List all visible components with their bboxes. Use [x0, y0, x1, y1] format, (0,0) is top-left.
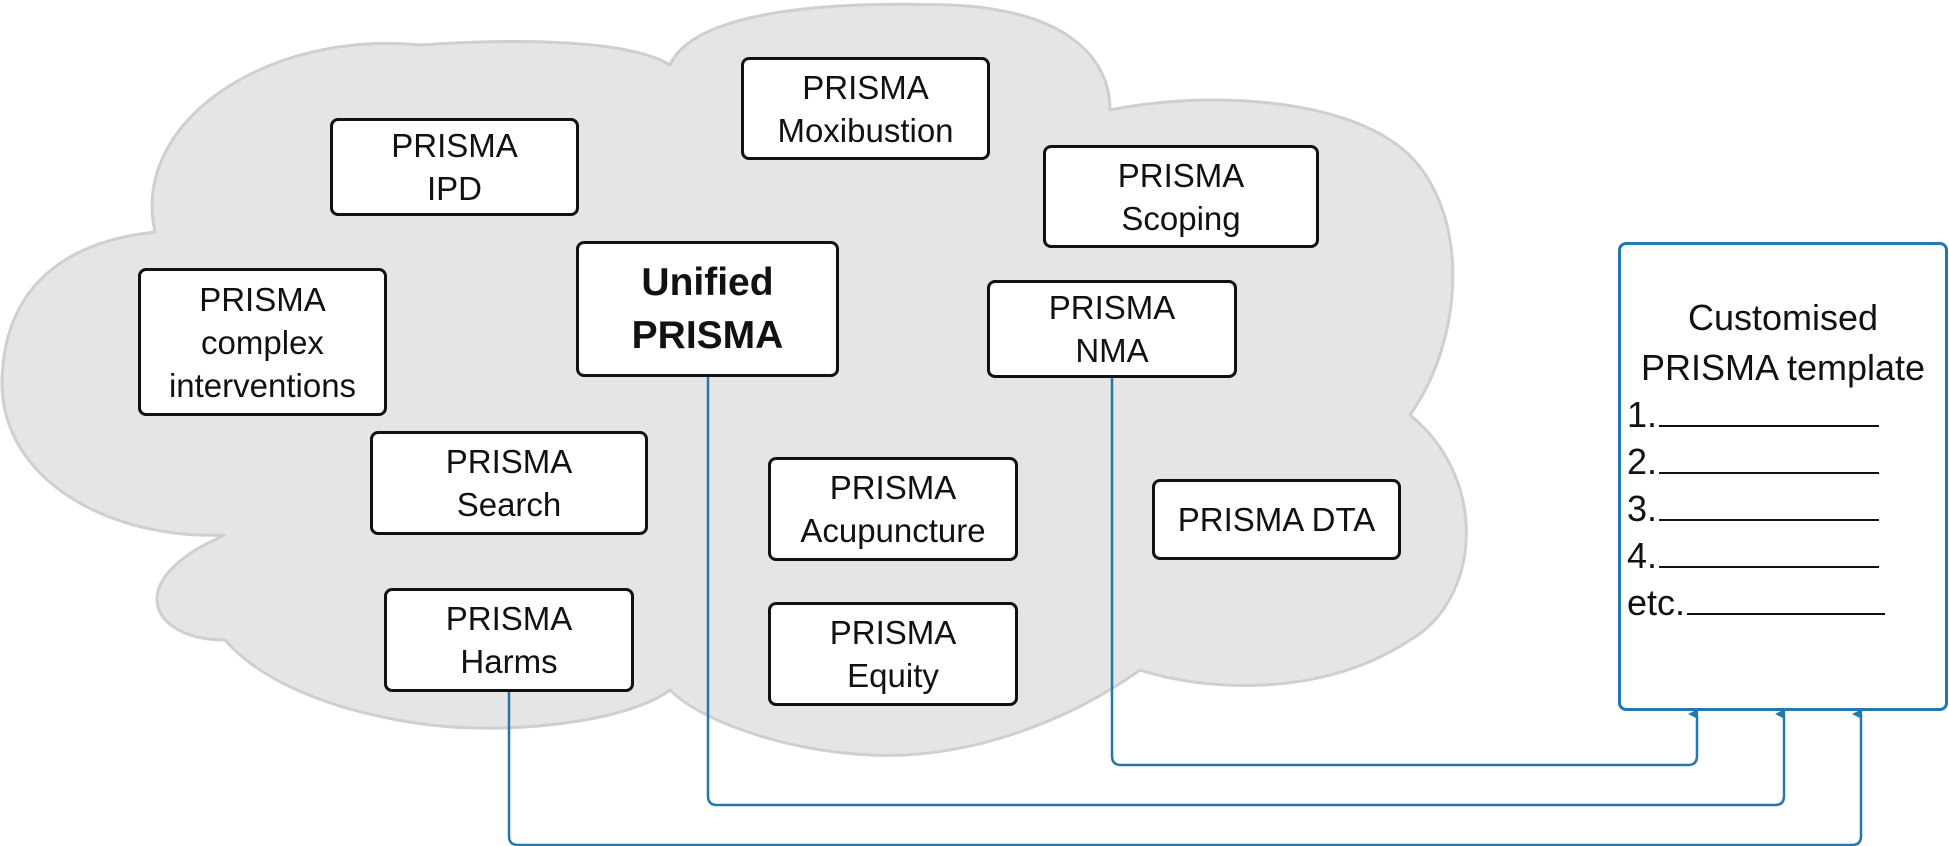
- template-item-number: 3.: [1627, 488, 1658, 529]
- prisma-ipd-box: PRISMA IPD: [330, 118, 579, 216]
- template-item-blank: [1659, 536, 1880, 568]
- prisma-dta-box: PRISMA DTA: [1152, 479, 1401, 560]
- prisma-complex-line-1: PRISMA: [199, 280, 326, 318]
- template-item: etc.: [1627, 579, 1886, 626]
- template-item-number: etc.: [1627, 582, 1686, 623]
- prisma-moxibustion-line-2: Moxibustion: [777, 111, 954, 149]
- prisma-equity-line-1: PRISMA: [829, 614, 957, 651]
- template-item-blank: [1687, 583, 1886, 615]
- prisma-search-box: PRISMA Search: [370, 431, 648, 535]
- template-item-blank: [1659, 442, 1880, 474]
- template-title-line-1: Customised: [1687, 297, 1879, 338]
- unified-prisma-line-2: PRISMA: [631, 314, 784, 357]
- template-item: 4.: [1627, 532, 1885, 579]
- prisma-scoping-box: PRISMA Scoping: [1043, 145, 1319, 248]
- prisma-search-line-1: PRISMA: [445, 443, 573, 480]
- connector-unified-to-template: [706, 377, 1786, 807]
- connector-nma-to-template: [1110, 378, 1699, 767]
- template-title-line-2: PRISMA template: [1640, 347, 1926, 388]
- prisma-nma-line-1: PRISMA: [1048, 289, 1176, 326]
- prisma-nma-box: PRISMA NMA: [987, 280, 1237, 378]
- template-item: 2.: [1627, 438, 1885, 485]
- prisma-complex-line-2: complex: [201, 323, 324, 361]
- template-item-blank: [1659, 489, 1880, 521]
- prisma-scoping-line-2: Scoping: [1121, 199, 1241, 237]
- prisma-nma-line-2: NMA: [1075, 332, 1149, 369]
- prisma-equity-line-2: Equity: [847, 657, 939, 694]
- template-item-blank: [1659, 395, 1880, 427]
- prisma-dta-line-1: PRISMA DTA: [1177, 501, 1376, 538]
- prisma-harms-line-2: Harms: [460, 643, 558, 680]
- connector-harms-to-template: [507, 692, 1863, 846]
- template-item-list: 1. 2. 3. 4. etc.: [1627, 391, 1886, 626]
- prisma-complex-interventions-box: PRISMA complex interventions: [138, 268, 387, 416]
- prisma-acupuncture-line-2: Acupuncture: [800, 512, 986, 549]
- customised-prisma-template: Customised PRISMA template 1. 2. 3. 4. e…: [1618, 242, 1948, 711]
- template-title: Customised PRISMA template: [1621, 293, 1945, 393]
- template-item-number: 4.: [1627, 535, 1658, 576]
- unified-prisma-line-1: Unified: [641, 261, 774, 304]
- template-item: 1.: [1627, 391, 1885, 438]
- prisma-search-line-2: Search: [456, 486, 562, 523]
- prisma-moxibustion-line-1: PRISMA: [802, 68, 929, 106]
- prisma-harms-box: PRISMA Harms: [384, 588, 634, 692]
- prisma-acupuncture-line-1: PRISMA: [829, 469, 957, 506]
- template-item-number: 1.: [1627, 394, 1658, 435]
- prisma-moxibustion-box: PRISMA Moxibustion: [741, 57, 990, 160]
- unified-prisma-box: Unified PRISMA: [576, 241, 839, 377]
- template-item-number: 2.: [1627, 441, 1658, 482]
- prisma-ipd-line-2: IPD: [426, 170, 482, 207]
- template-item: 3.: [1627, 485, 1885, 532]
- prisma-ipd-line-1: PRISMA: [391, 127, 518, 164]
- prisma-harms-line-1: PRISMA: [445, 600, 573, 637]
- prisma-acupuncture-box: PRISMA Acupuncture: [768, 457, 1018, 561]
- prisma-equity-box: PRISMA Equity: [768, 602, 1018, 706]
- prisma-complex-line-3: interventions: [168, 366, 357, 404]
- prisma-scoping-line-1: PRISMA: [1117, 156, 1245, 194]
